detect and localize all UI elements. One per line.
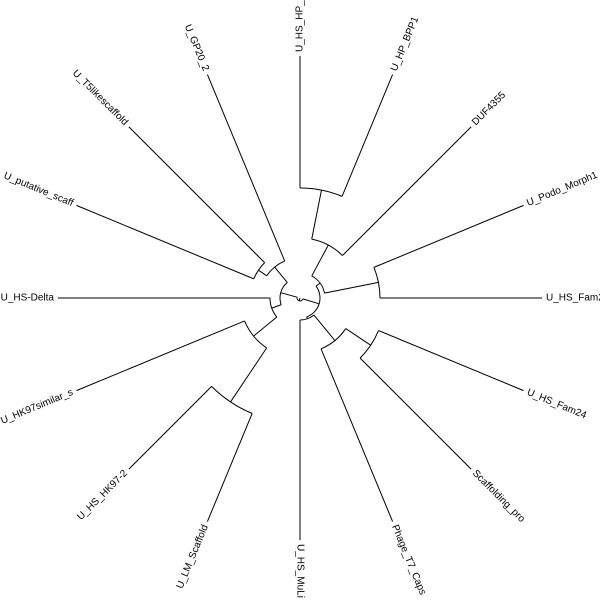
branch-radial [302,298,320,305]
branch-radial [311,190,322,240]
tree-branches [58,56,542,540]
leaf-branch [76,320,245,392]
leaf-branch [128,386,212,470]
leaf-label: U_HP_BPP1 [389,15,421,73]
leaf-label: U_HS_HK97-2 [75,468,130,523]
leaf-label: DUF4355 [470,90,508,128]
leaf-label: U_Podo_Morph1 [525,170,599,209]
leaf-label: U_HS_HP_ [295,0,306,52]
branch-radial [315,282,321,287]
leaf-branch [76,204,255,280]
branch-arc [306,285,321,318]
branch-radial [298,297,301,302]
leaf-label: U_T5likescaffold [70,68,130,128]
leaf-branch [359,357,472,470]
branch-radial [306,316,308,319]
leaf-branch [206,74,286,262]
branch-radial [253,316,278,337]
leaf-branch [320,348,394,522]
leaf-label: Phage_T7_Caps [389,523,428,597]
leaf-branch [341,74,394,197]
branch-radial [274,266,288,283]
branch-radial [324,281,379,294]
leaf-label: U_HS_Fam24 [525,387,588,422]
branch-arc [311,238,343,256]
branch-arc [311,275,326,294]
leaf-label: U_GP20_2 [182,23,211,73]
leaf-label: Scaffolding_pro [470,468,527,525]
branch-radial [258,269,268,277]
leaf-label: U_LM_Scaffold [175,523,211,590]
branch-radial [345,328,371,346]
leaf-label: U_HS-Delta [1,293,55,304]
branch-radial [311,244,329,277]
leaf-label: U_HK97similar_s [0,387,75,427]
branch-radial [313,314,336,341]
leaf-branch [206,413,253,522]
leaf-label: U_putative_scaff [2,170,75,209]
branch-radial [280,292,298,298]
branch-radial [271,304,282,309]
leaf-label: U_HS_MuLi [295,544,306,598]
branch-arc [211,386,253,414]
leaf-branch [128,126,265,263]
leaf-branch [378,330,524,392]
leaf-branch [373,204,524,268]
branch-arc [244,320,267,349]
branch-radial [230,347,268,403]
leaf-label: U_HS_Fam2 [546,293,600,304]
leaf-branch [342,126,472,256]
